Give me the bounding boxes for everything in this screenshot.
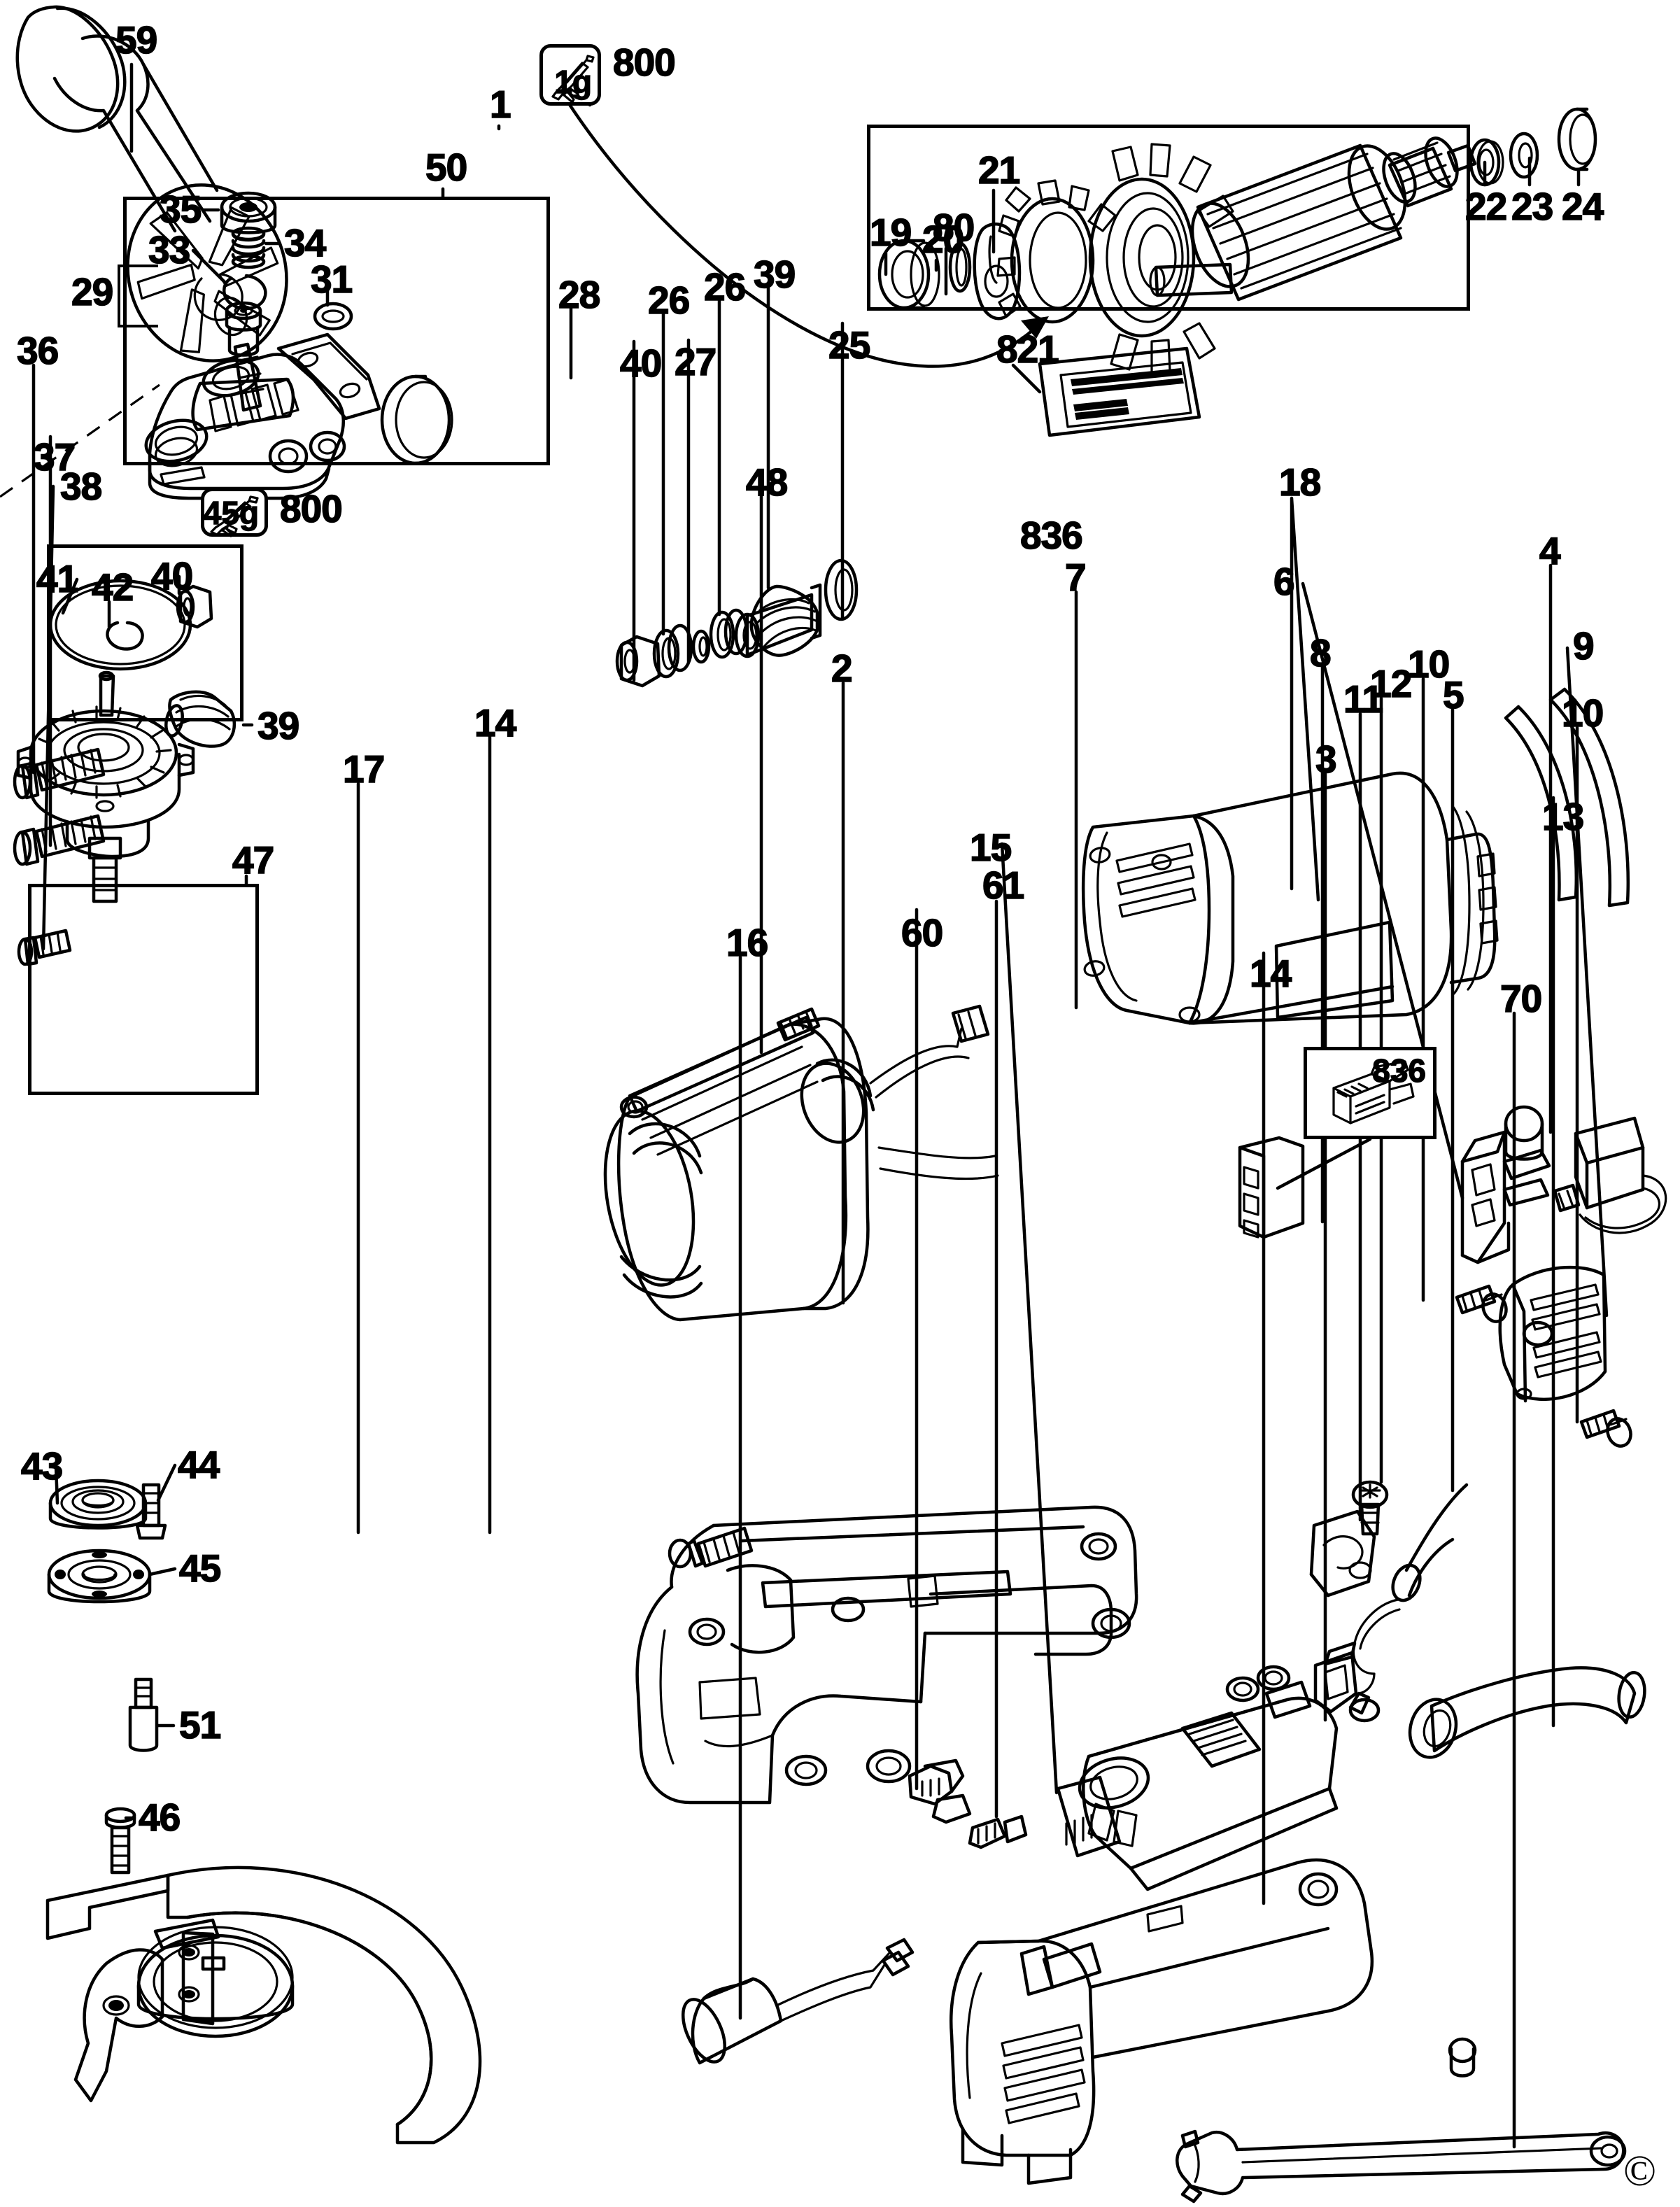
callout-42: 42 [91, 565, 134, 609]
group-box-gear-case [123, 197, 550, 465]
callout-17: 17 [342, 747, 386, 791]
callout-9: 9 [1572, 624, 1595, 668]
callout-39-a: 39 [753, 253, 796, 296]
grease-note-box-45g: 45g [201, 488, 268, 537]
parts-pinion-stack [617, 560, 856, 686]
callout-40-b: 40 [150, 554, 194, 598]
group-box-armature [867, 125, 1470, 311]
callout-51: 51 [178, 1703, 222, 1747]
callout-800-top: 800 [612, 41, 676, 84]
callout-61: 61 [982, 863, 1025, 907]
group-box-gear-spindle [47, 544, 243, 721]
callout-27: 27 [674, 340, 717, 383]
terminal-note-box-836: 836 [1304, 1047, 1437, 1139]
callout-14-b: 14 [1249, 952, 1292, 995]
part-47-guard [48, 1809, 480, 2143]
grease-amount-45g: 45g [203, 494, 260, 531]
part-6-switch [1462, 1107, 1579, 1262]
callout-48: 48 [745, 460, 789, 504]
callout-40-a: 40 [619, 341, 663, 385]
copyright-symbol: © [1623, 2148, 1657, 2195]
part-4-capacitor [1576, 1118, 1666, 1233]
group-box-guard [28, 884, 259, 1095]
part-14-handle-housing-lower [951, 1860, 1475, 2183]
callout-59: 59 [115, 18, 158, 62]
part-8-brush-holder [1240, 1138, 1303, 1237]
callout-21: 21 [977, 148, 1021, 192]
callout-29: 29 [71, 270, 114, 313]
part-3-switch-carrier [1074, 1482, 1648, 1889]
callout-60: 60 [901, 911, 944, 954]
callout-36: 36 [16, 329, 59, 372]
callout-19: 19 [869, 211, 912, 254]
terminal-note-label: 836 [1372, 1052, 1427, 1089]
callout-39-b: 39 [257, 704, 300, 747]
callout-5: 5 [1442, 673, 1464, 717]
callout-70: 70 [1499, 977, 1543, 1020]
callout-13: 13 [1541, 795, 1585, 838]
callout-38: 38 [59, 465, 103, 508]
callout-2: 2 [831, 647, 853, 690]
callout-44: 44 [177, 1443, 220, 1486]
part-16-suppressor [675, 1940, 912, 2068]
terminal-icon [1332, 1060, 1415, 1124]
callout-47: 47 [232, 838, 275, 882]
callout-41: 41 [36, 557, 79, 600]
callout-80: 80 [932, 206, 975, 249]
callout-22: 22 [1464, 185, 1508, 228]
part-821-nameplate [1040, 348, 1199, 435]
callout-28: 28 [558, 273, 601, 316]
callout-20: 20 [922, 218, 965, 261]
callout-45: 45 [178, 1546, 222, 1590]
callout-24: 24 [1561, 185, 1604, 228]
grease-note-box-1g: 1g [539, 44, 601, 106]
callout-31: 31 [310, 258, 353, 301]
callout-34: 34 [283, 221, 327, 265]
callout-18: 18 [1278, 460, 1322, 504]
part-15-nameplate [1058, 1777, 1120, 1856]
part-14-handle-housing-upper [637, 1507, 1136, 1803]
callout-6: 6 [1273, 560, 1295, 603]
callout-26-b: 26 [703, 265, 747, 309]
bracket-group-29 [118, 265, 158, 327]
callout-23: 23 [1511, 185, 1554, 228]
callout-4: 4 [1539, 529, 1561, 572]
callout-16: 16 [726, 921, 769, 964]
callout-12: 12 [1369, 662, 1413, 705]
part-70-pin-wrench [1177, 2131, 1625, 2201]
callout-11: 11 [1343, 677, 1384, 721]
callout-43: 43 [20, 1444, 64, 1488]
callout-1: 1 [489, 83, 511, 126]
callout-35: 35 [159, 188, 202, 231]
callout-800-mid: 800 [279, 487, 343, 530]
callout-14-a: 14 [474, 701, 517, 745]
callout-10-a: 10 [1407, 642, 1450, 686]
callout-15: 15 [969, 826, 1012, 869]
callout-7: 7 [1064, 556, 1087, 599]
callout-26-a: 26 [647, 278, 691, 322]
grease-amount-1g: 1g [554, 63, 593, 100]
part-2-field [593, 1006, 998, 1320]
grease-gun-icon [210, 495, 259, 537]
grease-gun-icon [551, 55, 595, 104]
part-9-vent-cover [1457, 1267, 1635, 1449]
parts-flanges [49, 1481, 165, 1751]
part-7-field-case [1083, 689, 1628, 1023]
callout-25: 25 [828, 323, 871, 367]
callout-8: 8 [1309, 631, 1332, 675]
parts-60-61-connectors [910, 1761, 1026, 1847]
callout-821: 821 [996, 327, 1059, 371]
callout-33: 33 [148, 228, 191, 272]
callout-3: 3 [1315, 738, 1337, 781]
callout-37: 37 [33, 435, 76, 479]
callout-50: 50 [425, 146, 468, 189]
callout-10-b: 10 [1561, 691, 1604, 735]
callout-836: 836 [1019, 514, 1083, 557]
callout-46: 46 [138, 1796, 181, 1839]
